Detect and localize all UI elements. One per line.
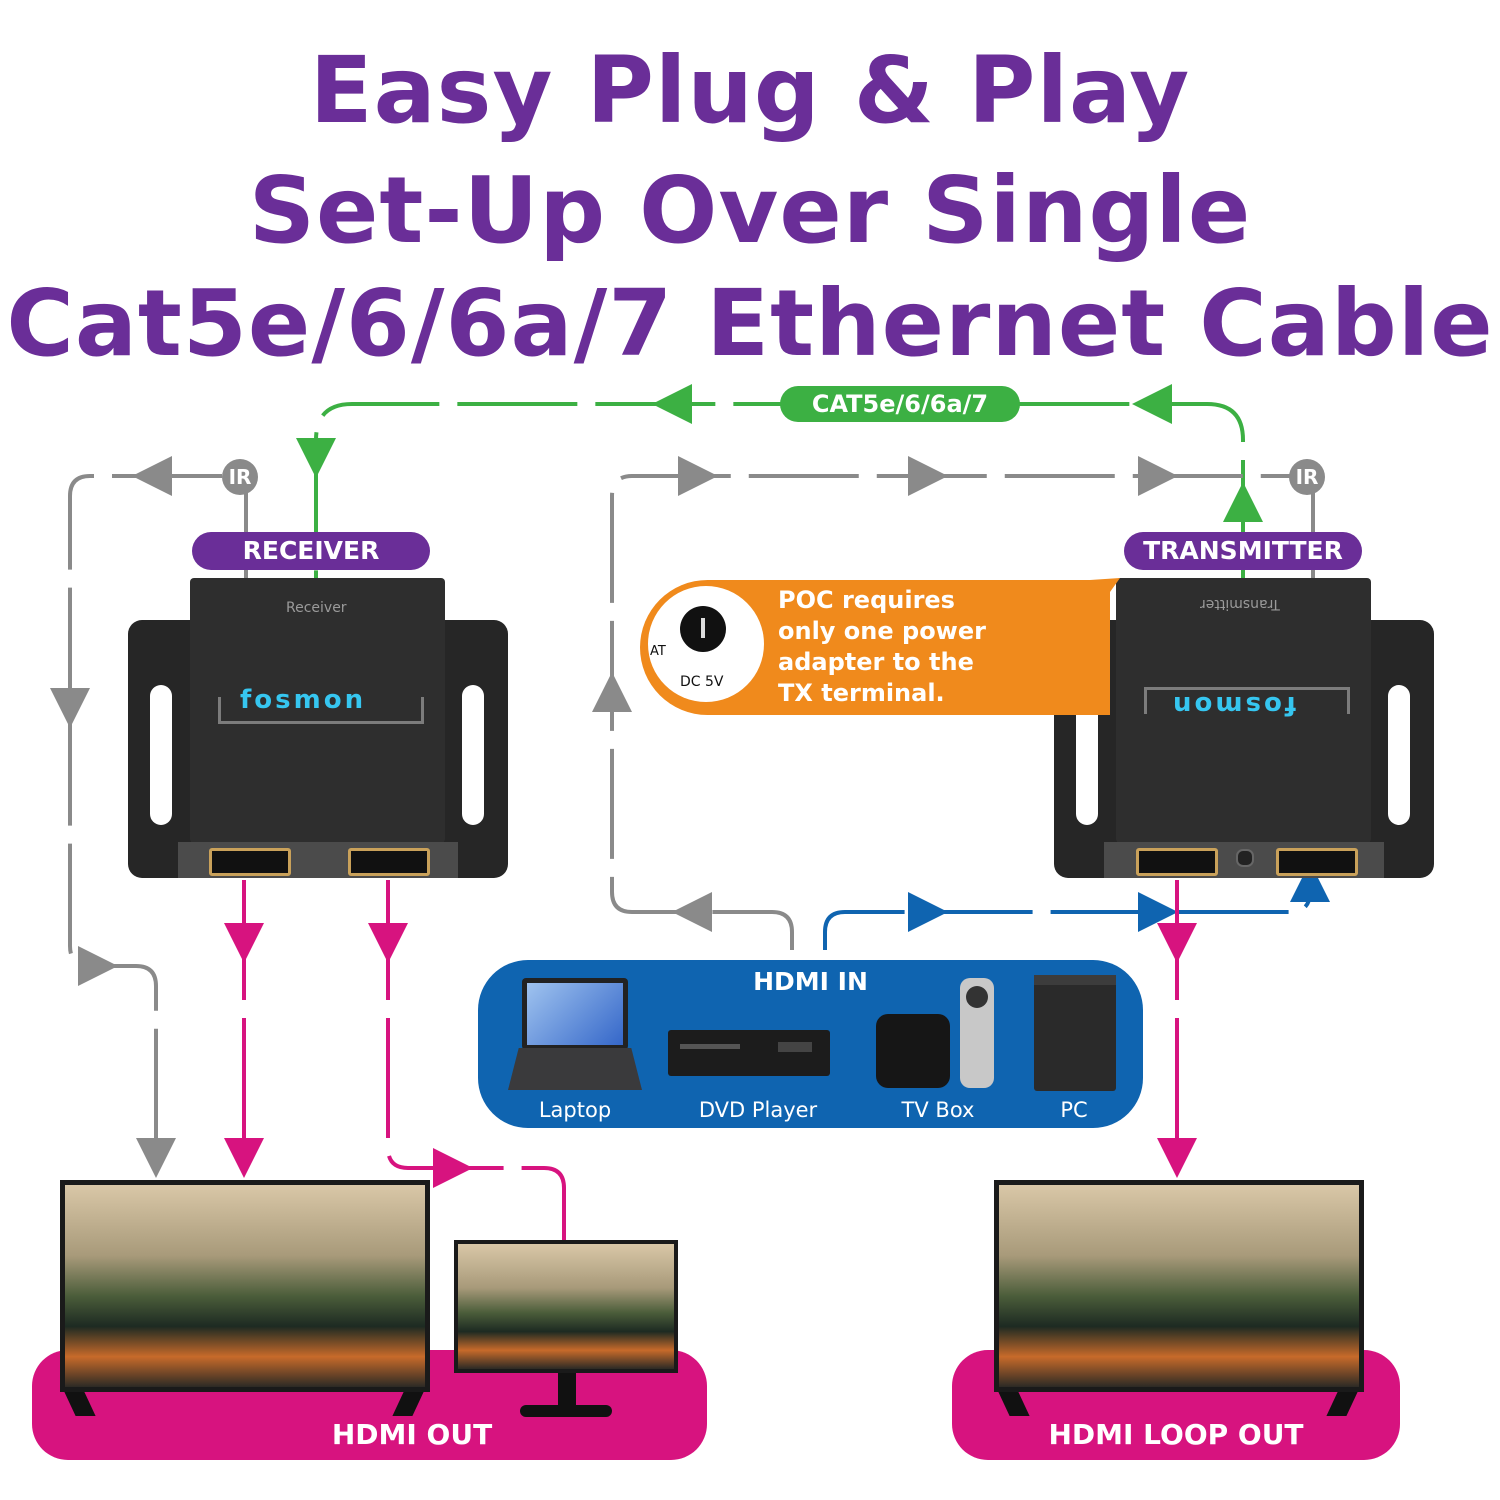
ir-line-right: [610, 474, 1315, 950]
hdmi-out-label: HDMI OUT: [331, 1418, 493, 1451]
dc-jack-closeup: AT DC 5V: [648, 586, 764, 702]
transmitter-tag: TRANSMITTER: [1124, 532, 1362, 570]
pc-tower-icon: [1034, 975, 1116, 1091]
tv-display-right: [994, 1180, 1364, 1392]
jack-side-label: AT: [650, 644, 666, 659]
dc-jack-icon: [680, 606, 726, 652]
hdmi-loop-out-label: HDMI LOOP OUT: [1048, 1418, 1304, 1451]
source-tvbox-label: TV Box: [901, 1098, 975, 1122]
receiver-body: [190, 578, 445, 843]
headline-line-3: Cat5e/6/6a/7 Ethernet Cable: [6, 270, 1494, 377]
cable-type-label: CAT5e/6/6a/7: [780, 386, 1020, 422]
dvd-player-icon: [668, 1030, 830, 1076]
ir-badge-right: IR: [1289, 459, 1325, 495]
fosmon-logo: fosmon: [240, 685, 367, 715]
hdmi-in-title: HDMI IN: [753, 967, 868, 996]
hdmi-in-line: [823, 880, 1312, 950]
source-dvd-label: DVD Player: [698, 1098, 818, 1122]
transmitter-body: [1116, 578, 1371, 843]
headline-line-2: Set-Up Over Single: [248, 157, 1252, 264]
remote-icon: [960, 978, 994, 1088]
ir-line-left: [68, 474, 248, 1160]
receiver-hdmi-out-port-2: [348, 848, 430, 876]
transmitter-hdmi-out-port: [1136, 848, 1218, 876]
tv-display-left: [60, 1180, 430, 1392]
source-laptop-label: Laptop: [538, 1098, 612, 1122]
laptop-icon: [522, 978, 628, 1050]
fosmon-logo-inverted: fosmon: [1170, 690, 1297, 720]
transmitter-hdmi-in-port: [1276, 848, 1358, 876]
receiver-device-text: Receiver: [286, 600, 347, 616]
ir-badge-left: IR: [222, 459, 258, 495]
receiver-hdmi-out-port-1: [209, 848, 291, 876]
headline-line-1: Easy Plug & Play: [309, 37, 1191, 144]
monitor-display: [454, 1240, 678, 1373]
poc-note: POC requires only one power adapter to t…: [778, 586, 986, 707]
cat-cable-line: [314, 402, 1245, 580]
power-jack-icon: [1236, 849, 1254, 867]
receiver-tag: RECEIVER: [192, 532, 430, 570]
dc-5v-label: DC 5V: [680, 674, 724, 690]
source-pc-label: PC: [1060, 1098, 1088, 1122]
tv-box-icon: [876, 1014, 950, 1088]
transmitter-device-text: Transmitter: [1200, 596, 1280, 612]
